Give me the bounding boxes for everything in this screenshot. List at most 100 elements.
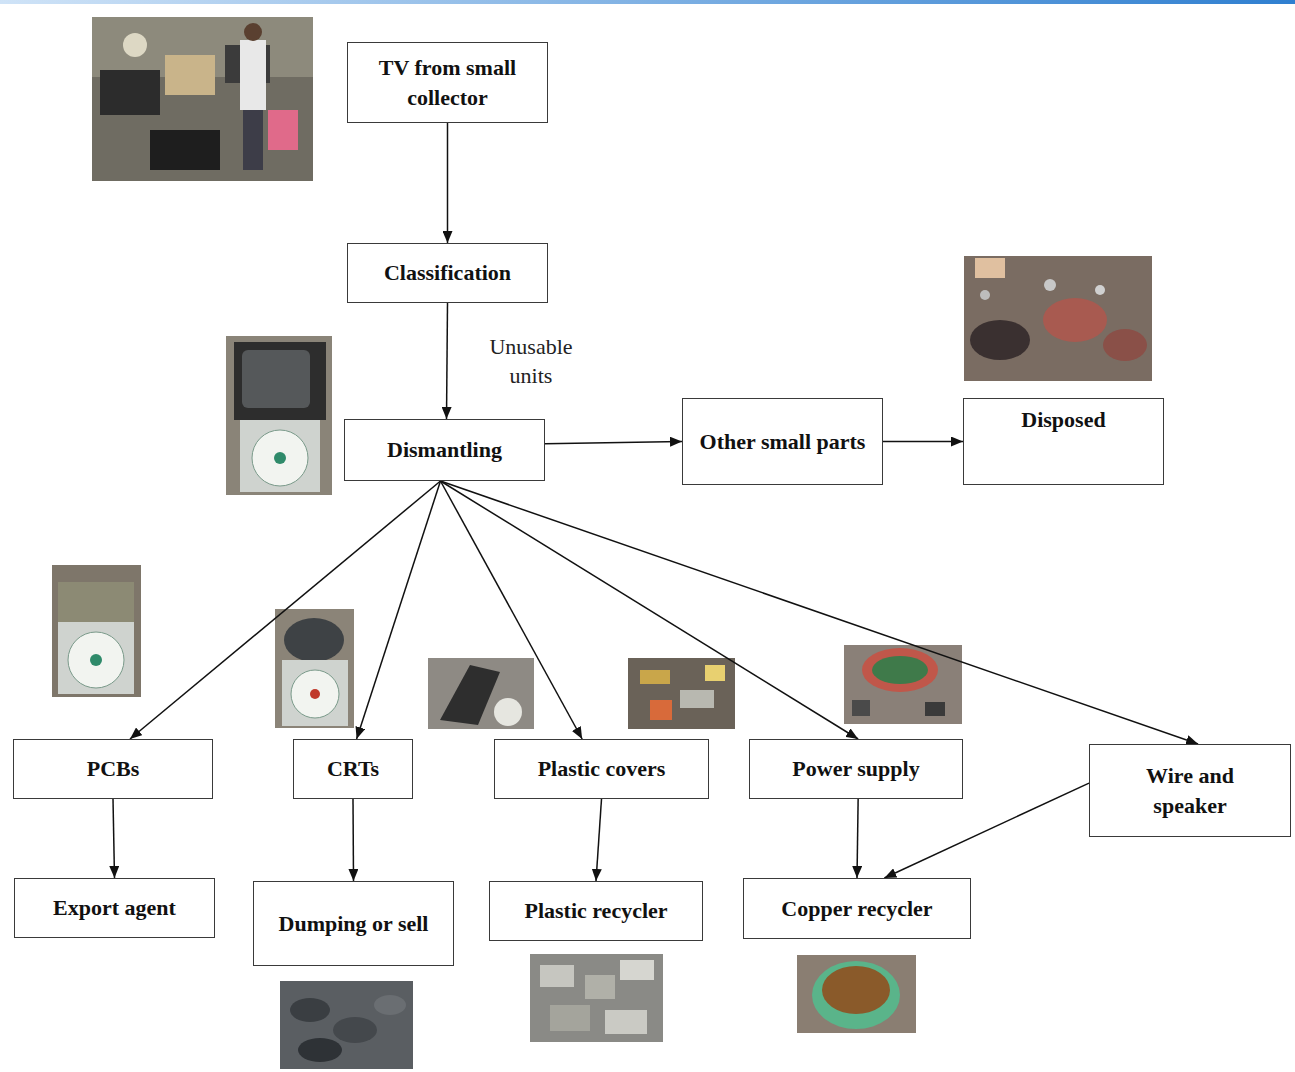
box-label: Export agent — [53, 893, 176, 923]
part — [980, 290, 990, 300]
process-box: Copper recycler — [743, 878, 971, 939]
box-label: Classification — [384, 258, 511, 288]
boards — [872, 656, 928, 684]
mixed-parts-photo — [628, 658, 735, 729]
person-head — [244, 23, 262, 41]
box-label: Plastic covers — [538, 754, 666, 784]
tv-stack — [165, 55, 215, 95]
tv-scale-photo — [226, 336, 332, 495]
person-hat — [123, 33, 147, 57]
scale-center — [274, 452, 286, 464]
part — [852, 700, 870, 716]
photo-ground — [530, 954, 663, 1042]
tv-screen — [242, 350, 310, 408]
box-label: Disposed — [1021, 405, 1105, 435]
person — [268, 110, 298, 150]
photo-ground — [226, 336, 332, 495]
person — [240, 40, 266, 110]
scale-body — [282, 660, 348, 726]
top-bar — [0, 0, 1295, 4]
plastic-piece — [605, 1010, 647, 1034]
crt-pile — [298, 1038, 342, 1062]
box-label: CRTs — [327, 754, 379, 784]
flow-arrow — [857, 799, 858, 878]
photo-ground — [92, 17, 313, 181]
photo-ground — [964, 256, 1152, 381]
process-box: Dismantling — [344, 419, 545, 481]
collector-photo — [92, 17, 313, 181]
photo-ground — [628, 658, 735, 729]
scale-center — [310, 689, 320, 699]
box-label: Power supply — [792, 754, 919, 784]
process-box: Export agent — [14, 878, 215, 938]
process-box: PCBs — [13, 739, 213, 799]
process-box: Dumping or sell — [253, 881, 454, 966]
bowl — [862, 648, 938, 692]
motorbike — [150, 130, 220, 170]
flow-arrow — [440, 481, 1198, 744]
small-parts-photo — [964, 256, 1152, 381]
tv-stack — [100, 70, 160, 115]
box-label: Copper recycler — [781, 894, 932, 924]
process-box: Plastic covers — [494, 739, 709, 799]
copper-bag-photo — [797, 955, 916, 1033]
scale-dial — [68, 632, 124, 688]
part — [680, 690, 714, 708]
part — [925, 702, 945, 716]
process-box: Wire and speaker — [1089, 744, 1291, 837]
process-box: Other small parts — [682, 398, 883, 485]
part — [705, 665, 725, 681]
photo-ground — [797, 955, 916, 1033]
box-label: Other small parts — [700, 427, 866, 457]
photo-ground — [275, 609, 354, 728]
box-label: TV from small collector — [358, 53, 538, 112]
flow-arrow — [446, 303, 448, 419]
scale-dial — [494, 698, 522, 726]
scale-dial — [252, 430, 308, 486]
flow-arrow — [447, 123, 449, 243]
box-label: PCBs — [87, 754, 140, 784]
plastic-cover-photo — [428, 658, 534, 729]
tv-body — [234, 342, 326, 420]
plastic-piece — [540, 965, 574, 987]
bowl — [970, 320, 1030, 360]
flow-arrow — [545, 442, 682, 444]
plastic-piece — [550, 1005, 590, 1031]
power-supply-photo — [844, 645, 962, 724]
flow-arrow — [440, 481, 858, 739]
part — [1095, 285, 1105, 295]
crt-pile — [374, 995, 406, 1015]
crt-dump-photo — [280, 981, 413, 1069]
bag — [812, 961, 900, 1029]
copper — [822, 966, 890, 1014]
edge-label: Unusable units — [470, 333, 592, 390]
crt-pile — [290, 998, 330, 1022]
flow-arrow — [596, 799, 602, 881]
scale-body — [240, 420, 320, 492]
part — [640, 670, 670, 684]
box-label: Plastic recycler — [524, 896, 667, 926]
pcb-scale-photo — [52, 565, 141, 697]
crt-scale-photo — [275, 609, 354, 728]
process-box: Classification — [347, 243, 548, 303]
bowl — [1043, 298, 1107, 342]
flow-arrow — [357, 481, 441, 739]
bowl — [1103, 329, 1147, 361]
pcb — [58, 582, 134, 622]
crt-tube — [284, 618, 344, 662]
plastic-piece — [620, 960, 654, 980]
process-box: CRTs — [293, 739, 413, 799]
scale-body — [58, 622, 134, 694]
flow-arrow — [883, 441, 963, 443]
flow-arrow — [130, 481, 440, 739]
scale-center — [90, 654, 102, 666]
part — [1044, 279, 1056, 291]
flow-arrow — [352, 799, 354, 881]
scale-dial — [291, 670, 339, 718]
process-box: Power supply — [749, 739, 963, 799]
photo-ground — [844, 645, 962, 724]
plastic-cover — [440, 665, 500, 725]
person-legs — [243, 110, 263, 170]
crt-pile — [333, 1017, 377, 1043]
flow-arrow — [440, 481, 582, 739]
